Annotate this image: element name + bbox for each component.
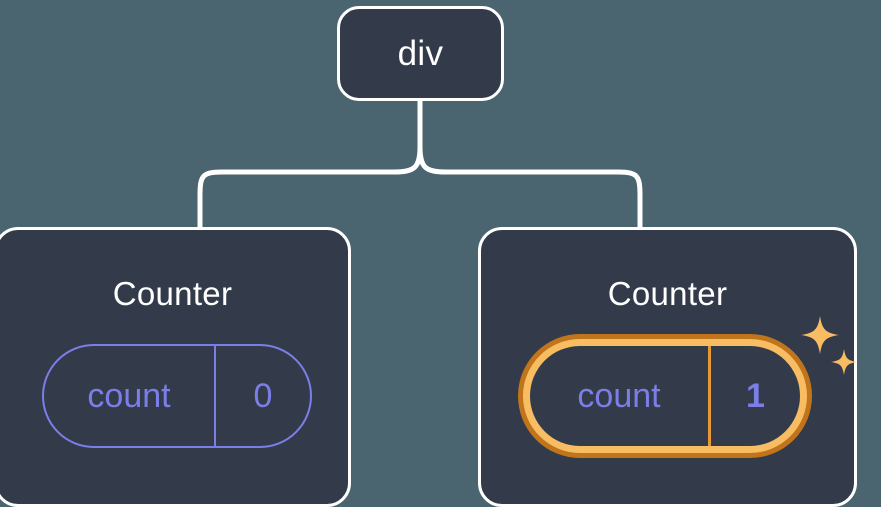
- edge-div-to-counter-right: [417, 144, 643, 230]
- state-pill-left[interactable]: count 0: [42, 344, 312, 448]
- state-key-right: count: [577, 376, 661, 415]
- edge-div-to-counter-left: [197, 144, 423, 230]
- node-div-label: div: [397, 34, 444, 73]
- state-value-left: 0: [214, 346, 310, 446]
- state-pill-right[interactable]: count 1: [518, 334, 812, 458]
- state-pill-left-body: count 0: [42, 344, 312, 448]
- state-pill-right-body: count 1: [518, 334, 812, 458]
- diagram-canvas: div Counter count 0 Counter count 1: [0, 6, 857, 507]
- state-key-left: count: [87, 376, 171, 415]
- node-counter-right-label: Counter: [607, 275, 728, 312]
- node-counter-left-label: Counter: [112, 275, 233, 312]
- node-div[interactable]: div: [337, 6, 504, 101]
- state-pill-right-inner: count 1: [530, 346, 800, 446]
- state-value-right: 1: [708, 346, 800, 446]
